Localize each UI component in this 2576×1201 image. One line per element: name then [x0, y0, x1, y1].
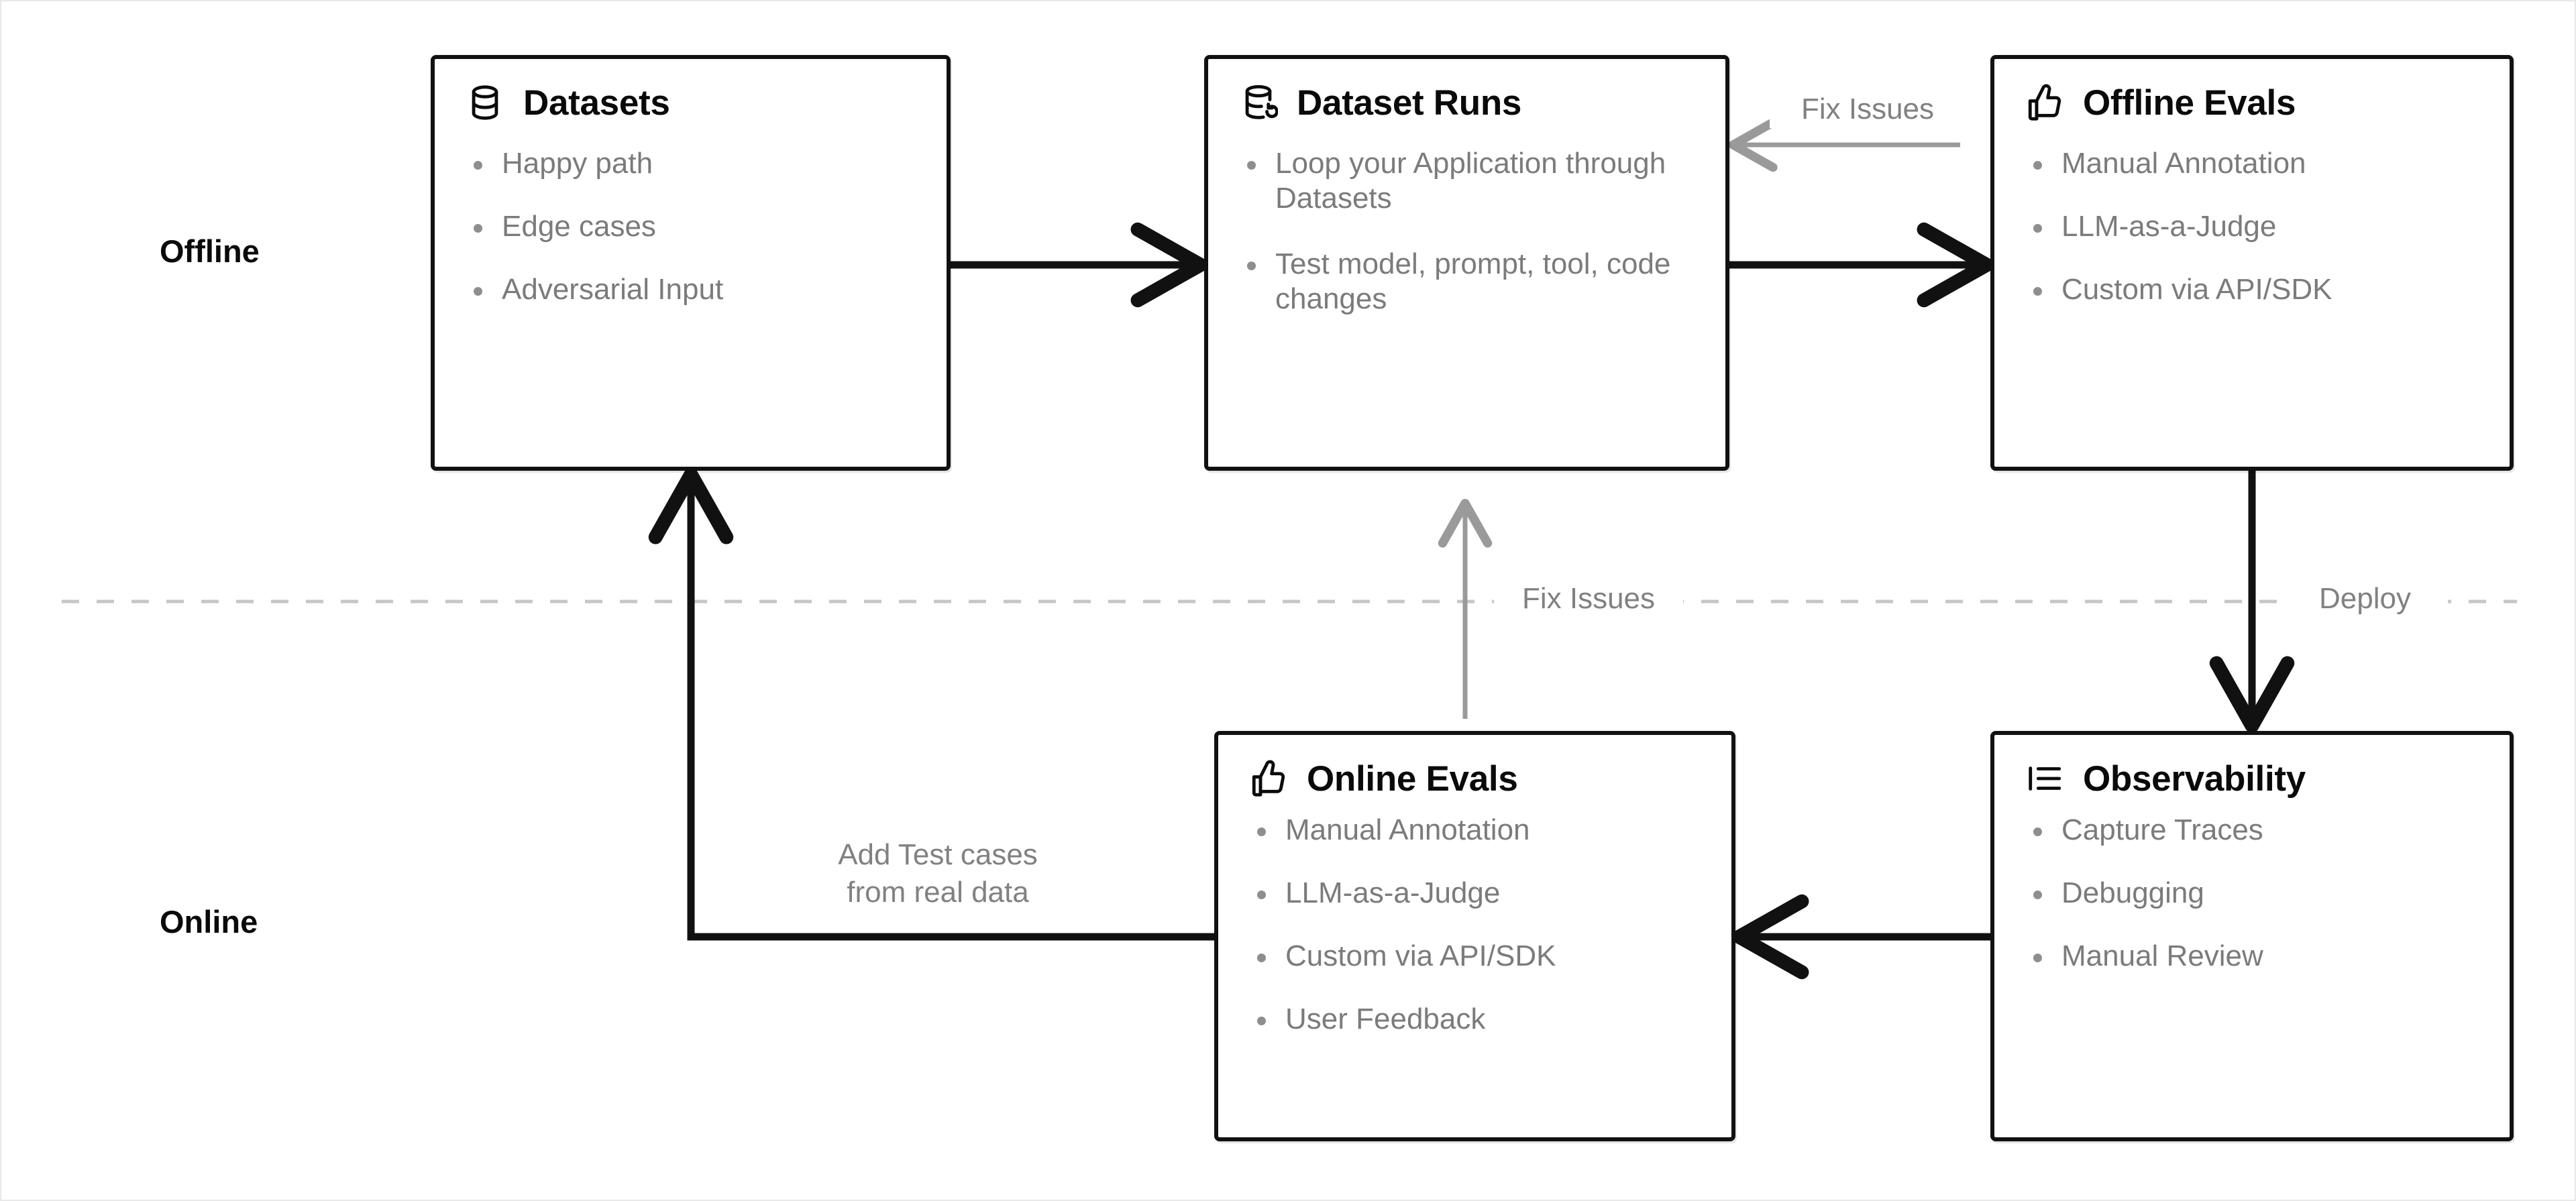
- list-item: Custom via API/SDK: [1253, 939, 1709, 974]
- list-item: Manual Review: [2029, 939, 2487, 974]
- node-offline-evals[interactable]: Offline Evals Manual Annotation LLM-as-a…: [1990, 55, 2514, 471]
- list-item: Manual Annotation: [1253, 813, 1709, 848]
- node-observability[interactable]: Observability Capture Traces Debugging M…: [1990, 731, 2514, 1141]
- node-datasets[interactable]: Datasets Happy path Edge cases Adversari…: [431, 55, 951, 471]
- node-datasets-title: Datasets: [523, 82, 670, 123]
- node-online-evals[interactable]: Online Evals Manual Annotation LLM-as-a-…: [1214, 731, 1735, 1141]
- node-observability-title: Observability: [2083, 758, 2306, 799]
- zone-label-online: Online: [160, 904, 258, 939]
- edge-label-deploy: Deploy: [2282, 580, 2448, 618]
- node-observability-bullets: Capture Traces Debugging Manual Review: [1994, 799, 2510, 974]
- list-item: LLM-as-a-Judge: [2029, 209, 2487, 244]
- list-item: Capture Traces: [2029, 813, 2487, 848]
- edge-add-test-cases: [648, 467, 1214, 941]
- node-online-evals-title: Online Evals: [1307, 758, 1518, 799]
- node-offline-evals-title: Offline Evals: [2083, 82, 2296, 123]
- edge-label-fix-issues-online: Fix Issues: [1494, 580, 1683, 618]
- list-item: Happy path: [470, 146, 924, 181]
- list-item: LLM-as-a-Judge: [1253, 876, 1709, 911]
- node-online-evals-header: Online Evals: [1218, 735, 1731, 799]
- thumbs-up-icon: [2024, 82, 2065, 123]
- node-observability-header: Observability: [1994, 735, 2510, 799]
- node-dataset-runs-bullets: Loop your Application through Datasets T…: [1208, 123, 1725, 317]
- list-item: Debugging: [2029, 876, 2487, 911]
- edge-label-add-test-cases: Add Test cases from real data: [800, 836, 1076, 912]
- node-offline-evals-bullets: Manual Annotation LLM-as-a-Judge Custom …: [1994, 123, 2510, 307]
- thumbs-up-icon: [1248, 758, 1289, 799]
- node-offline-evals-header: Offline Evals: [1994, 59, 2510, 123]
- node-datasets-header: Datasets: [435, 59, 947, 123]
- list-item: Loop your Application through Datasets: [1243, 146, 1686, 216]
- list-tree-icon: [2024, 758, 2065, 799]
- node-dataset-runs-title: Dataset Runs: [1297, 82, 1522, 123]
- node-datasets-bullets: Happy path Edge cases Adversarial Input: [435, 123, 947, 307]
- node-online-evals-bullets: Manual Annotation LLM-as-a-Judge Custom …: [1218, 799, 1731, 1037]
- database-icon: [464, 82, 506, 123]
- list-item: User Feedback: [1253, 1002, 1709, 1037]
- database-refresh-icon: [1238, 82, 1279, 123]
- list-item: Manual Annotation: [2029, 146, 2487, 181]
- list-item: Custom via API/SDK: [2029, 272, 2487, 307]
- zone-label-offline: Offline: [160, 233, 260, 269]
- node-dataset-runs-header: Dataset Runs: [1208, 59, 1725, 123]
- list-item: Test model, prompt, tool, code changes: [1243, 247, 1686, 317]
- edge-label-fix-issues-offline: Fix Issues: [1770, 91, 1966, 129]
- node-dataset-runs[interactable]: Dataset Runs Loop your Application throu…: [1204, 55, 1729, 471]
- list-item: Adversarial Input: [470, 272, 924, 307]
- list-item: Edge cases: [470, 209, 924, 244]
